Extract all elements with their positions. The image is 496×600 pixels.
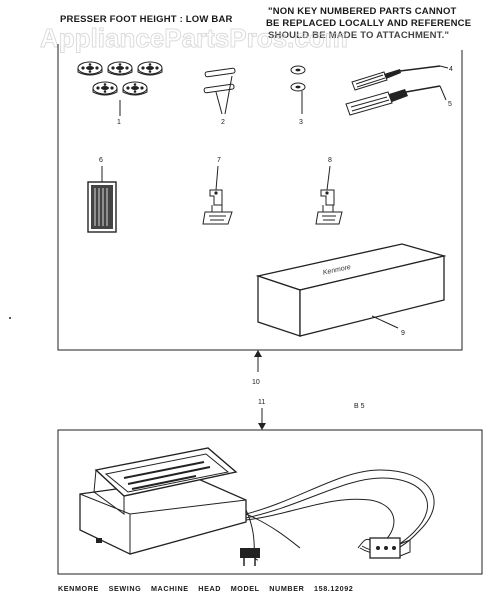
- presser-foot-note: PRESSER FOOT HEIGHT : LOW BAR: [60, 14, 233, 25]
- foot-controller: [79, 447, 247, 555]
- presser-foot-part: [202, 165, 233, 225]
- power-cord: [240, 469, 435, 566]
- part-label-9: 9: [401, 330, 405, 337]
- non-key-note-line3: SHOULD BE MADE TO ATTACHMENT.": [268, 30, 450, 41]
- arrow-11: [258, 408, 266, 430]
- part-label-11: 11: [258, 399, 265, 406]
- part-label-1: 1: [117, 119, 121, 126]
- model-footer: KENMORE SEWING MACHINE HEAD MODEL NUMBER…: [58, 584, 360, 593]
- part-label-8: 8: [328, 157, 332, 164]
- edge-mark: [9, 317, 11, 319]
- screwdrivers-part: [345, 65, 449, 116]
- footer-word-number: NUMBER: [269, 584, 305, 593]
- footer-word-sewing: SEWING: [108, 584, 142, 593]
- footer-brand: KENMORE: [58, 584, 99, 593]
- part-label-10: 10: [252, 379, 260, 386]
- part-label-4: 4: [449, 66, 453, 73]
- spool-pins-part: [203, 67, 236, 115]
- non-key-note-line2: BE REPLACED LOCALLY AND REFERENCE: [266, 18, 472, 29]
- lower-frame: [57, 429, 483, 575]
- connector-plug: [357, 537, 411, 559]
- accessory-box-part: Kenmore: [255, 243, 447, 337]
- footer-word-head: HEAD: [198, 584, 222, 593]
- part-label-3: 3: [299, 119, 303, 126]
- footer-word-machine: MACHINE: [150, 584, 189, 593]
- bobbins-part: [77, 61, 163, 116]
- zipper-foot-part: [315, 165, 343, 225]
- needle-pack-part: [87, 166, 117, 233]
- arrow-10: [254, 350, 262, 372]
- footer-word-model: MODEL: [230, 584, 260, 593]
- non-key-note-line1: "NON KEY NUMBERED PARTS CANNOT: [268, 6, 457, 17]
- part-label-5: 5: [448, 101, 452, 108]
- section-mark: B 5: [354, 403, 365, 410]
- part-label-7: 7: [217, 157, 221, 164]
- part-label-6: 6: [99, 157, 103, 164]
- upper-frame: [57, 50, 463, 351]
- part-label-2: 2: [221, 119, 225, 126]
- watermark: AppliancePartsPros.com: [40, 23, 348, 53]
- spool-felts-part: [290, 65, 306, 114]
- footer-model-number: 158.12092: [314, 584, 354, 593]
